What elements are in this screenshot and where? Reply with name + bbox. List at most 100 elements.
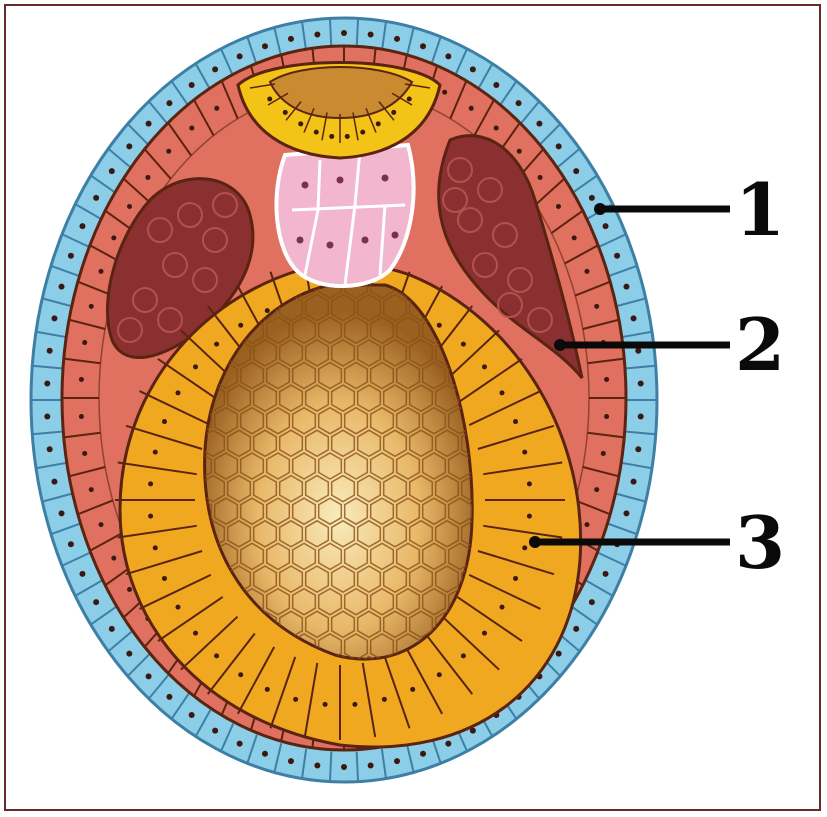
ectoderm-nucleus [603,571,609,577]
ectoderm-nucleus [394,36,400,42]
ectoderm-nucleus [420,751,426,757]
ectoderm-nucleus [635,348,641,354]
mesoderm-nucleus [469,106,474,111]
mesoderm-nucleus [442,90,447,95]
neural-plate-nucleus [267,97,272,102]
ectoderm-nucleus [614,253,620,259]
mesoderm-nucleus [127,587,132,592]
ectoderm-nucleus [189,712,195,718]
ectoderm-nucleus [368,763,374,769]
mesoderm-nucleus [111,235,116,240]
ectoderm-nucleus [262,751,268,757]
neural-plate-nucleus [298,121,303,126]
notochord-nucleus [337,177,344,184]
notochord-nucleus [362,237,369,244]
ectoderm-nucleus [394,758,400,764]
ectoderm-nucleus [93,599,99,605]
mesoderm-nucleus [584,522,589,527]
endoderm-nucleus [527,514,532,519]
mesoderm-nucleus [584,269,589,274]
ectoderm-nucleus [420,43,426,49]
mesoderm-nucleus [594,487,599,492]
ectoderm-nucleus [47,348,53,354]
mesoderm-nucleus [494,126,499,131]
neural-plate-nucleus [345,134,350,139]
ectoderm-nucleus [288,36,294,42]
mesoderm-nucleus [99,522,104,527]
mesoderm-nucleus [556,204,561,209]
notochord-nucleus [392,232,399,239]
endoderm-nucleus [193,631,198,636]
ectoderm-nucleus [68,541,74,547]
neural-plate-nucleus [376,121,381,126]
ectoderm-nucleus [556,651,562,657]
ectoderm-nucleus [109,168,115,174]
mesoderm-nucleus [601,451,606,456]
ectoderm-nucleus [212,66,218,72]
mesoderm-nucleus [111,556,116,561]
mesoderm-nucleus [99,269,104,274]
ectoderm-nucleus [79,223,85,229]
mesoderm-nucleus [145,175,150,180]
mesoderm-nucleus [572,235,577,240]
endoderm-nucleus [175,390,180,395]
neural-plate-nucleus [283,110,288,115]
ectoderm-nucleus [79,571,85,577]
ectoderm-nucleus [237,53,243,59]
endoderm-nucleus [153,450,158,455]
mesoderm-nucleus [89,304,94,309]
mesoderm-nucleus [79,377,84,382]
ectoderm-nucleus [126,651,132,657]
endoderm-nucleus [437,323,442,328]
endoderm-nucleus [482,364,487,369]
mesoderm-nucleus [127,204,132,209]
endoderm-nucleus [265,308,270,313]
mesoderm-nucleus [79,414,84,419]
endoderm-nucleus [500,605,505,610]
ectoderm-nucleus [516,100,522,106]
notochord [276,145,413,286]
mesoderm-nucleus [82,340,87,345]
mesoderm-nucleus [189,126,194,131]
ectoderm-nucleus [262,43,268,49]
ectoderm-nucleus [47,446,53,452]
ectoderm-nucleus [93,195,99,201]
neural-plate-nucleus [360,130,365,135]
mesoderm-nucleus [214,106,219,111]
ectoderm-nucleus [589,599,595,605]
notochord-nucleus [382,175,389,182]
mesoderm-nucleus [82,451,87,456]
ectoderm-nucleus [445,53,451,59]
pointer-dot-2 [554,339,566,351]
ectoderm-nucleus [635,446,641,452]
neural-plate-nucleus [329,134,334,139]
endoderm-nucleus [193,364,198,369]
ectoderm-nucleus [109,626,115,632]
ectoderm-nucleus [51,315,57,321]
ectoderm-nucleus [493,82,499,88]
ectoderm-nucleus [623,510,629,516]
ectoderm-nucleus [638,413,644,419]
notochord-nucleus [302,182,309,189]
endoderm-nucleus [522,545,527,550]
mesoderm-nucleus [604,414,609,419]
endoderm-nucleus [522,450,527,455]
ectoderm-nucleus [368,31,374,37]
ectoderm-nucleus [126,143,132,149]
neural-plate-nucleus [391,110,396,115]
notochord-nucleus [297,237,304,244]
mesoderm-nucleus [517,149,522,154]
ectoderm-nucleus [212,728,218,734]
ectoderm-cell-wall [330,18,331,48]
ectoderm-nucleus [573,168,579,174]
ectoderm-nucleus [59,510,65,516]
label-2: 2 [735,302,785,387]
ectoderm-nucleus [470,66,476,72]
ectoderm-nucleus [341,30,347,36]
pointer-dot-3 [529,536,541,548]
endoderm-nucleus [482,631,487,636]
ectoderm-nucleus [631,479,637,485]
ectoderm-cell-wall [357,752,358,782]
endoderm-nucleus [500,390,505,395]
